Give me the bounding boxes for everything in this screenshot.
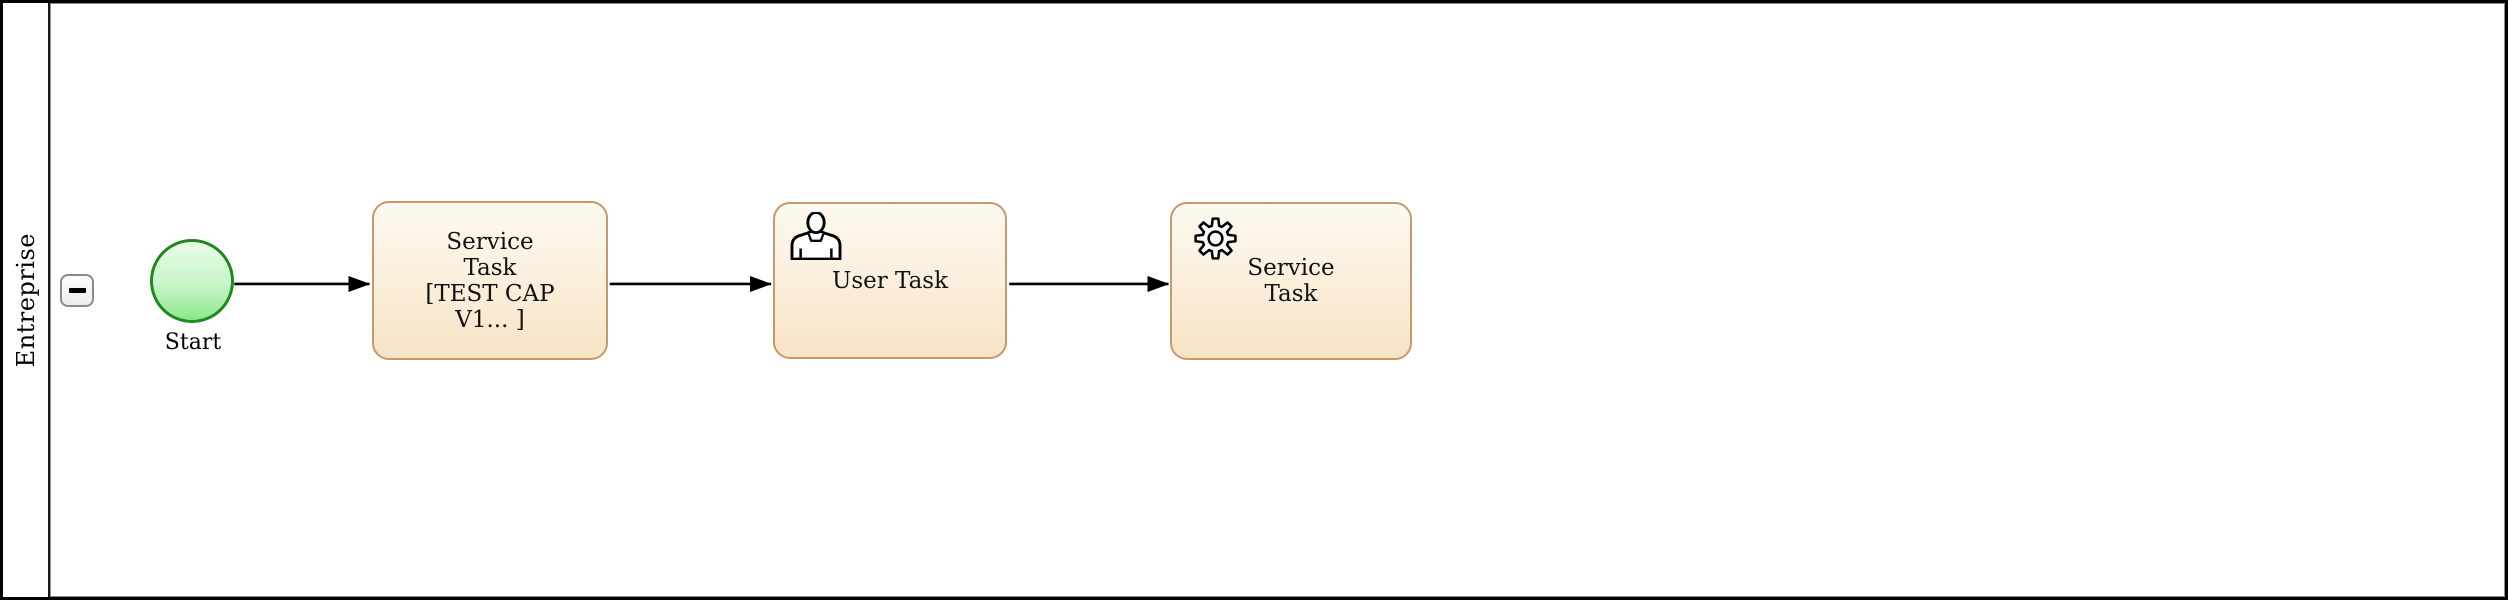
- minus-icon: [68, 288, 86, 293]
- task-label: Service Task [TEST CAP V1... ]: [425, 228, 555, 333]
- gear-icon: [1194, 217, 1237, 260]
- pool-header[interactable]: Entreprise: [3, 3, 50, 597]
- task-service-1[interactable]: Service Task [TEST CAP V1... ]: [372, 201, 608, 360]
- user-icon: [790, 212, 842, 260]
- start-event-label: Start: [164, 330, 222, 355]
- collapse-pool-button[interactable]: [60, 274, 94, 307]
- task-user[interactable]: User Task: [773, 202, 1007, 359]
- start-event[interactable]: [150, 239, 234, 323]
- task-service-2[interactable]: Service Task: [1170, 202, 1412, 360]
- task-label: User Task: [831, 267, 949, 294]
- task-label: Service Task: [1247, 255, 1335, 307]
- pool-name-label: Entreprise: [11, 232, 40, 368]
